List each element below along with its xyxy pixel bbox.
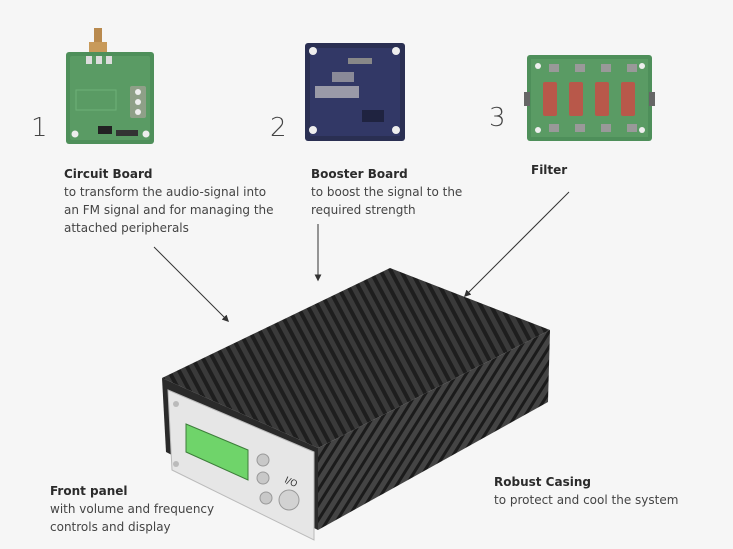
- casing-title: Robust Casing: [494, 475, 591, 489]
- knob: [278, 489, 300, 511]
- arrow-filter: [464, 191, 570, 297]
- front-panel-desc-1: with volume and frequency: [50, 502, 215, 516]
- casing-label: Robust Casing to protect and cool the sy…: [494, 473, 678, 509]
- filter-title: Filter: [531, 163, 568, 177]
- front-panel-label: Front panel with volume and frequency co…: [50, 482, 214, 536]
- casing-desc-1: to protect and cool the system: [494, 493, 679, 507]
- circuit-board-label: Circuit Board to transform the audio-sig…: [64, 165, 274, 237]
- button-2: [256, 471, 270, 485]
- booster-board-title: Booster Board: [311, 167, 408, 181]
- front-panel-title: Front panel: [50, 484, 128, 498]
- circuit-board-desc-2: an FM signal and for managing the: [64, 203, 274, 217]
- filter-image: [524, 55, 655, 141]
- casing-image: I/O: [162, 268, 550, 541]
- filter-label: Filter: [531, 161, 567, 179]
- booster-board-desc-2: required strength: [311, 203, 416, 217]
- booster-board-desc-1: to boost the signal to the: [311, 185, 463, 199]
- button-3: [259, 491, 273, 505]
- power-label: I/O: [283, 476, 299, 490]
- number-1: 1: [31, 113, 48, 143]
- front-panel-desc-2: controls and display: [50, 520, 171, 534]
- circuit-board-desc-1: to transform the audio-signal into: [64, 185, 267, 199]
- circuit-board-desc-3: attached peripherals: [64, 221, 189, 235]
- circuit-board-title: Circuit Board: [64, 167, 153, 181]
- number-3: 3: [489, 103, 506, 133]
- arrow-circuit-board: [153, 246, 229, 322]
- circuit-board-image: [66, 28, 154, 144]
- booster-board-image: [305, 43, 405, 141]
- booster-board-label: Booster Board to boost the signal to the…: [311, 165, 462, 219]
- button-1: [256, 453, 270, 467]
- display: [185, 423, 249, 481]
- number-2: 2: [270, 113, 287, 143]
